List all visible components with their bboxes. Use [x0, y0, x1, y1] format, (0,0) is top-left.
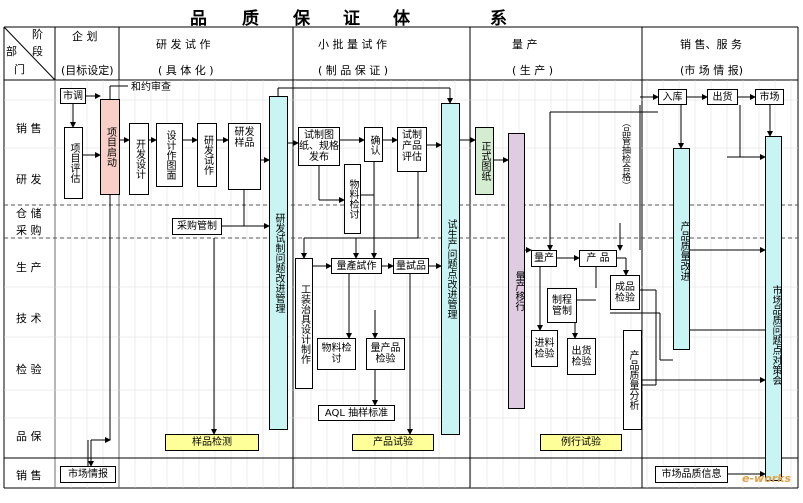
stage-sub-small-batch: ( 制 品 保 证 ): [318, 64, 389, 77]
dept-warehouse: 仓 储: [16, 207, 42, 220]
node-incoming-inspection-label: 进料检验: [534, 337, 555, 360]
node-process-control-label: 制程管制: [552, 294, 572, 317]
node-material-review-2-label: 物料检讨: [321, 343, 352, 365]
node-mass-product-inspection-label: 量产品检验: [370, 343, 401, 365]
title-char-2: 质: [242, 9, 259, 29]
node-finished-inspection: 成品检验: [610, 275, 640, 310]
dept-purchasing: 采 购: [16, 224, 42, 237]
node-mass-trial-product: 量試品: [393, 258, 429, 274]
stage-sub-planning: (目标设定): [61, 64, 114, 77]
node-quality-improvement-label: 产品质量改进: [678, 221, 689, 281]
title-char-4: 证: [343, 9, 360, 29]
node-mass-product-inspection: 量产品检验: [366, 338, 405, 370]
node-mass-production: 量产: [531, 250, 557, 267]
node-shipment: 出货: [707, 89, 738, 105]
node-sample-test: 样品检测: [165, 434, 259, 451]
node-rd-sample-label: 研发样品: [234, 127, 255, 149]
node-shipping-inspection-label: 出货检验: [571, 345, 592, 368]
corner-stage-2: 段: [32, 45, 43, 58]
stage-name-small-batch: 小 批 量 试 作: [318, 38, 387, 51]
node-market-quality-countermeasure: 市场品质问题点对策会: [765, 136, 782, 481]
node-rd-issue-management: 研发试制问题改进管理: [269, 96, 288, 430]
node-quality-analysis: 产品质量分析: [623, 330, 642, 430]
stage-sub-mass: ( 生 产 ): [512, 64, 554, 77]
dept-production: 生 产: [16, 261, 42, 274]
node-market-research: 市调: [60, 88, 86, 104]
watermark-logo: e-works: [742, 472, 792, 485]
label-contract-review: 和约审查: [131, 82, 171, 93]
node-purchase-control: 采购管制: [172, 218, 222, 235]
node-finished-inspection-label: 成品检验: [615, 281, 635, 304]
node-project-start: 项目启动: [100, 99, 120, 195]
corner-dept-2: 门: [14, 63, 25, 76]
node-material-review-2: 物料检讨: [317, 338, 356, 370]
node-product-test: 产品试验: [352, 434, 434, 451]
node-trial-drawing-release-label: 试制图纸、规格发布: [299, 130, 339, 163]
node-product: 产 品: [579, 250, 617, 267]
node-market-intelligence: 市场情报: [60, 466, 116, 483]
node-routine-test: 例行试验: [540, 434, 622, 451]
node-trial-product-eval-label: 试制产品评估: [402, 130, 422, 163]
node-rd-sample: 研发样品: [228, 123, 261, 190]
node-rd-trial: 研发试作: [197, 123, 217, 187]
node-mass-transfer: 量产移行: [508, 133, 525, 409]
node-market-quality-countermeasure-label: 市场品质问题点对策会: [770, 284, 781, 385]
node-market: 市场: [755, 89, 784, 105]
node-quality-improvement: 产品质量改进: [673, 148, 690, 350]
stage-name-planning: 企 划: [72, 30, 98, 43]
stage-name-rd: 研 发 试 作: [156, 38, 211, 51]
dept-rd: 研 发: [16, 173, 42, 186]
node-mass-trial: 量產試作: [331, 258, 382, 274]
node-aql-standard: AQL 抽样标准: [318, 405, 395, 421]
stage-sub-rd: ( 具 体 化 ): [158, 64, 214, 77]
node-process-control: 制程管制: [547, 288, 577, 323]
corner-diagonal: [3, 26, 56, 81]
node-mass-transfer-label: 量产移行: [513, 271, 524, 311]
node-trial-production-issue-management: 试生产问题点改进管理: [441, 103, 460, 435]
stage-sub-sales: (市 场 情 报): [680, 64, 744, 77]
node-market-quality-info: 市场品质信息: [655, 466, 728, 483]
node-trial-product-eval: 试制产品评估: [397, 127, 427, 172]
dept-sales-bottom: 销 售: [16, 469, 42, 482]
title-char-6: 系: [490, 9, 507, 29]
dept-engineering: 技 术: [16, 312, 42, 325]
node-tooling-design: 工装治具设计制作: [295, 258, 313, 389]
node-project-evaluation: 项目评估: [64, 127, 83, 199]
node-shipping-inspection: 出货检验: [567, 338, 596, 375]
corner-stage-1: 阶: [32, 28, 43, 41]
corner-dept-1: 部: [6, 45, 17, 58]
dept-sales: 销 售: [16, 122, 42, 135]
stage-name-sales: 销 售、服 务: [680, 38, 742, 51]
node-dev-design: 开发设计: [129, 123, 149, 195]
label-qc-sampling-pass: （品管抽检合格）: [620, 118, 630, 190]
dept-qa: 品 保: [16, 430, 42, 443]
node-design-drawing: 设计作图面: [156, 123, 183, 187]
title-char-1: 品: [190, 9, 207, 29]
stage-name-mass: 量 产: [512, 38, 538, 51]
node-warehousing: 入库: [658, 89, 687, 105]
title-char-3: 保: [293, 9, 310, 29]
node-formal-drawing: 正式图纸: [475, 127, 494, 195]
dept-inspection: 检 验: [16, 363, 42, 376]
node-incoming-inspection: 进料检验: [531, 330, 558, 367]
node-trial-drawing-release: 试制图纸、规格发布: [298, 127, 340, 166]
title-char-5: 体: [393, 9, 410, 29]
node-material-review: 物料检讨: [344, 164, 361, 234]
node-confirm: 确认: [364, 127, 383, 162]
